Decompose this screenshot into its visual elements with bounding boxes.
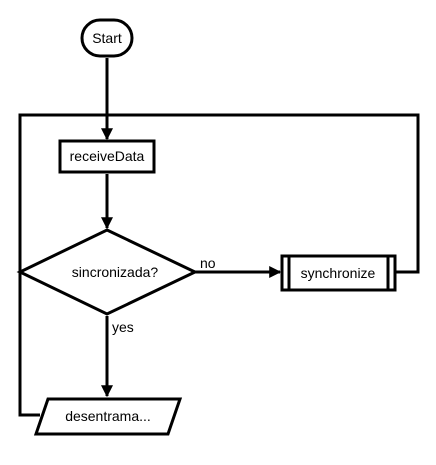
desentrama-data-node — [33, 397, 183, 436]
sincronizada-decision-label: sincronizada? — [72, 264, 159, 280]
synchronize-node-label: synchronize — [301, 265, 376, 281]
synchronize-node — [280, 254, 397, 292]
receive-data-node — [58, 139, 156, 174]
edge-label-no: no — [200, 255, 216, 271]
desentrama-data-node-label: desentrama... — [65, 408, 151, 424]
receive-data-node-label: receiveData — [70, 148, 145, 164]
edge-synchronize-loop-back — [18, 113, 420, 417]
start-node — [80, 18, 134, 58]
start-node-label: Start — [92, 30, 122, 46]
sincronizada-decision-node — [16, 228, 199, 316]
edge-label-yes: yes — [112, 319, 134, 335]
